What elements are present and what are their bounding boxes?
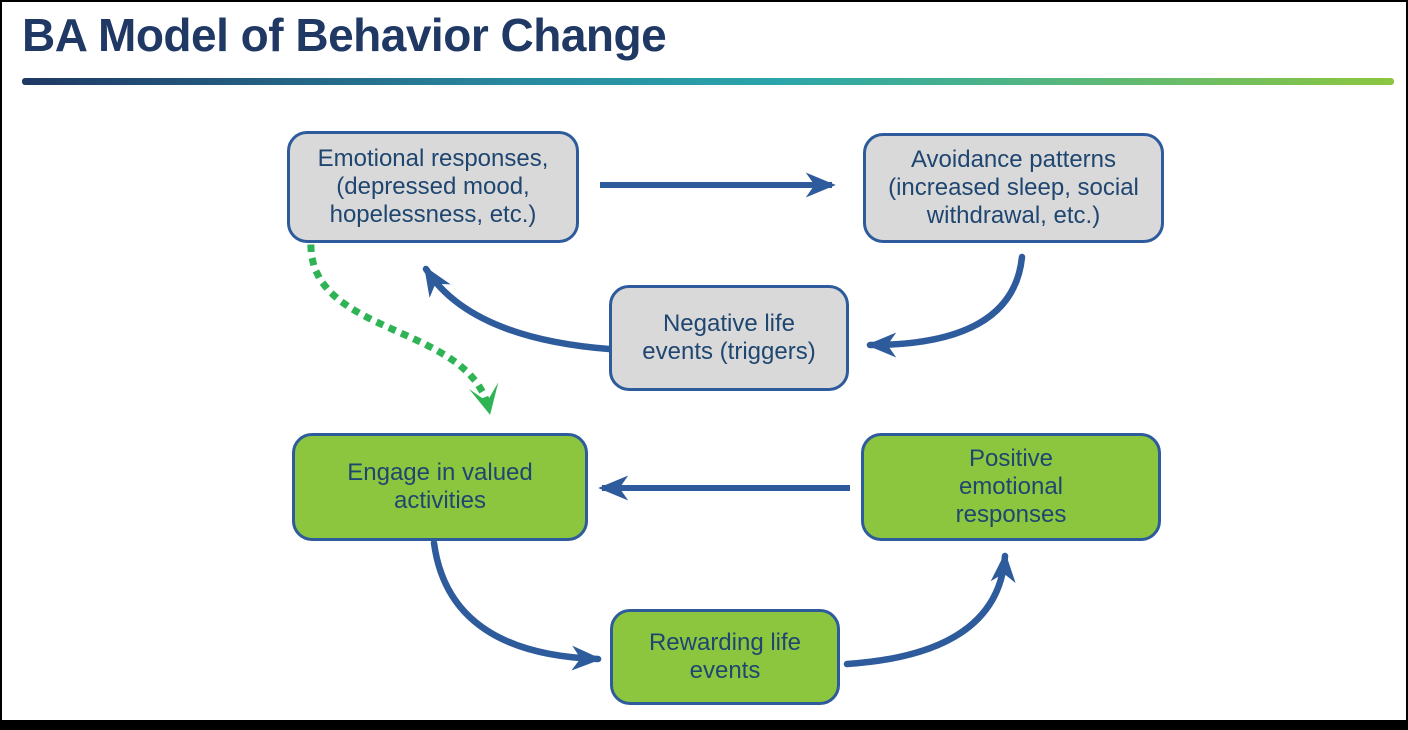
- node-engage-valued-activities: Engage in valued activities: [292, 433, 588, 541]
- node-positive-emotional-responses-label: Positive emotional responses: [955, 444, 1067, 529]
- arrow-engage-to-rewarding: [430, 539, 602, 671]
- node-positive-emotional-responses: Positive emotional responses: [861, 433, 1161, 541]
- arrow-rewarding-to-positive: [843, 552, 1016, 668]
- node-emotional-responses-label: Emotional responses, (depressed mood, ho…: [317, 144, 549, 229]
- gradient-divider: [22, 78, 1394, 85]
- node-emotional-responses: Emotional responses, (depressed mood, ho…: [287, 131, 579, 243]
- page-title: BA Model of Behavior Change: [22, 9, 667, 61]
- node-avoidance-patterns-label: Avoidance patterns (increased sleep, soc…: [888, 145, 1139, 230]
- arrow-negative-to-emotional: [422, 265, 613, 353]
- node-negative-life-events-label: Negative life events (triggers): [642, 309, 816, 365]
- node-rewarding-life-events-label: Rewarding life events: [648, 628, 802, 684]
- arrow-emotional-to-engage-dotted: [307, 244, 499, 415]
- node-rewarding-life-events: Rewarding life events: [610, 609, 840, 705]
- arrow-avoidance-to-negative: [866, 253, 1026, 358]
- node-negative-life-events: Negative life events (triggers): [609, 285, 849, 391]
- node-engage-valued-activities-label: Engage in valued activities: [347, 458, 533, 514]
- node-avoidance-patterns: Avoidance patterns (increased sleep, soc…: [863, 133, 1164, 243]
